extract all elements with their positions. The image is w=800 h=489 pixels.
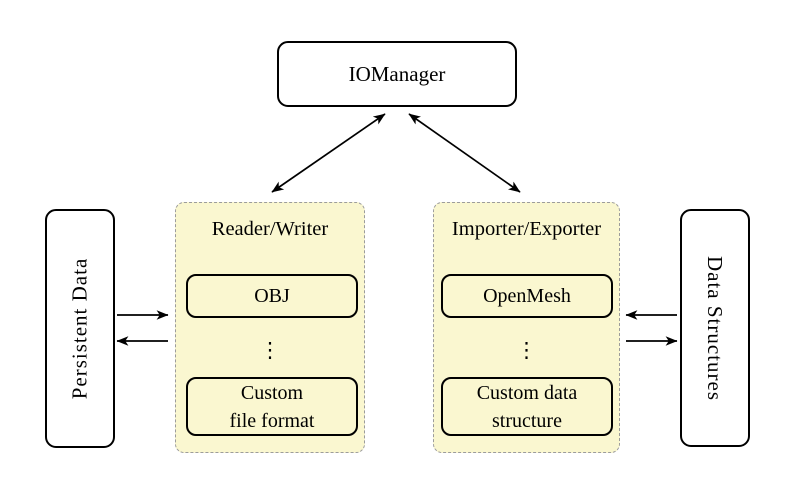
reader-writer-group: Reader/Writer OBJ ⋮ Custom file format bbox=[175, 202, 365, 453]
custom-data-structure-label: Custom data structure bbox=[476, 381, 578, 432]
data-structures-node: Data Structures bbox=[680, 209, 750, 447]
openmesh-label: OpenMesh bbox=[483, 285, 571, 307]
custom-data-structure-node: Custom data structure bbox=[441, 377, 613, 436]
persistent-data-node: Persistent Data bbox=[45, 209, 115, 448]
vertical-ellipsis: ⋮ bbox=[259, 338, 281, 362]
data-structures-label: Data Structures bbox=[703, 255, 728, 401]
openmesh-node: OpenMesh bbox=[441, 274, 613, 318]
custom-file-format-node: Custom file format bbox=[186, 377, 358, 436]
custom-file-format-label: Custom file format bbox=[229, 381, 315, 432]
arrow-iomanager-readerwriter bbox=[271, 113, 386, 193]
reader-writer-group-title: Reader/Writer bbox=[211, 218, 329, 240]
importer-exporter-group-title: Importer/Exporter bbox=[451, 218, 602, 240]
vertical-ellipsis: ⋮ bbox=[516, 338, 537, 362]
persistent-data-label: Persistent Data bbox=[67, 257, 92, 400]
obj-label: OBJ bbox=[254, 285, 290, 307]
arrow-iomanager-importerexporter bbox=[408, 113, 521, 193]
iomanager-node: IOManager bbox=[277, 41, 517, 107]
iomanager-label: IOManager bbox=[348, 61, 446, 86]
importer-exporter-group: Importer/Exporter OpenMesh ⋮ Custom data… bbox=[433, 202, 620, 453]
obj-node: OBJ bbox=[186, 274, 358, 318]
